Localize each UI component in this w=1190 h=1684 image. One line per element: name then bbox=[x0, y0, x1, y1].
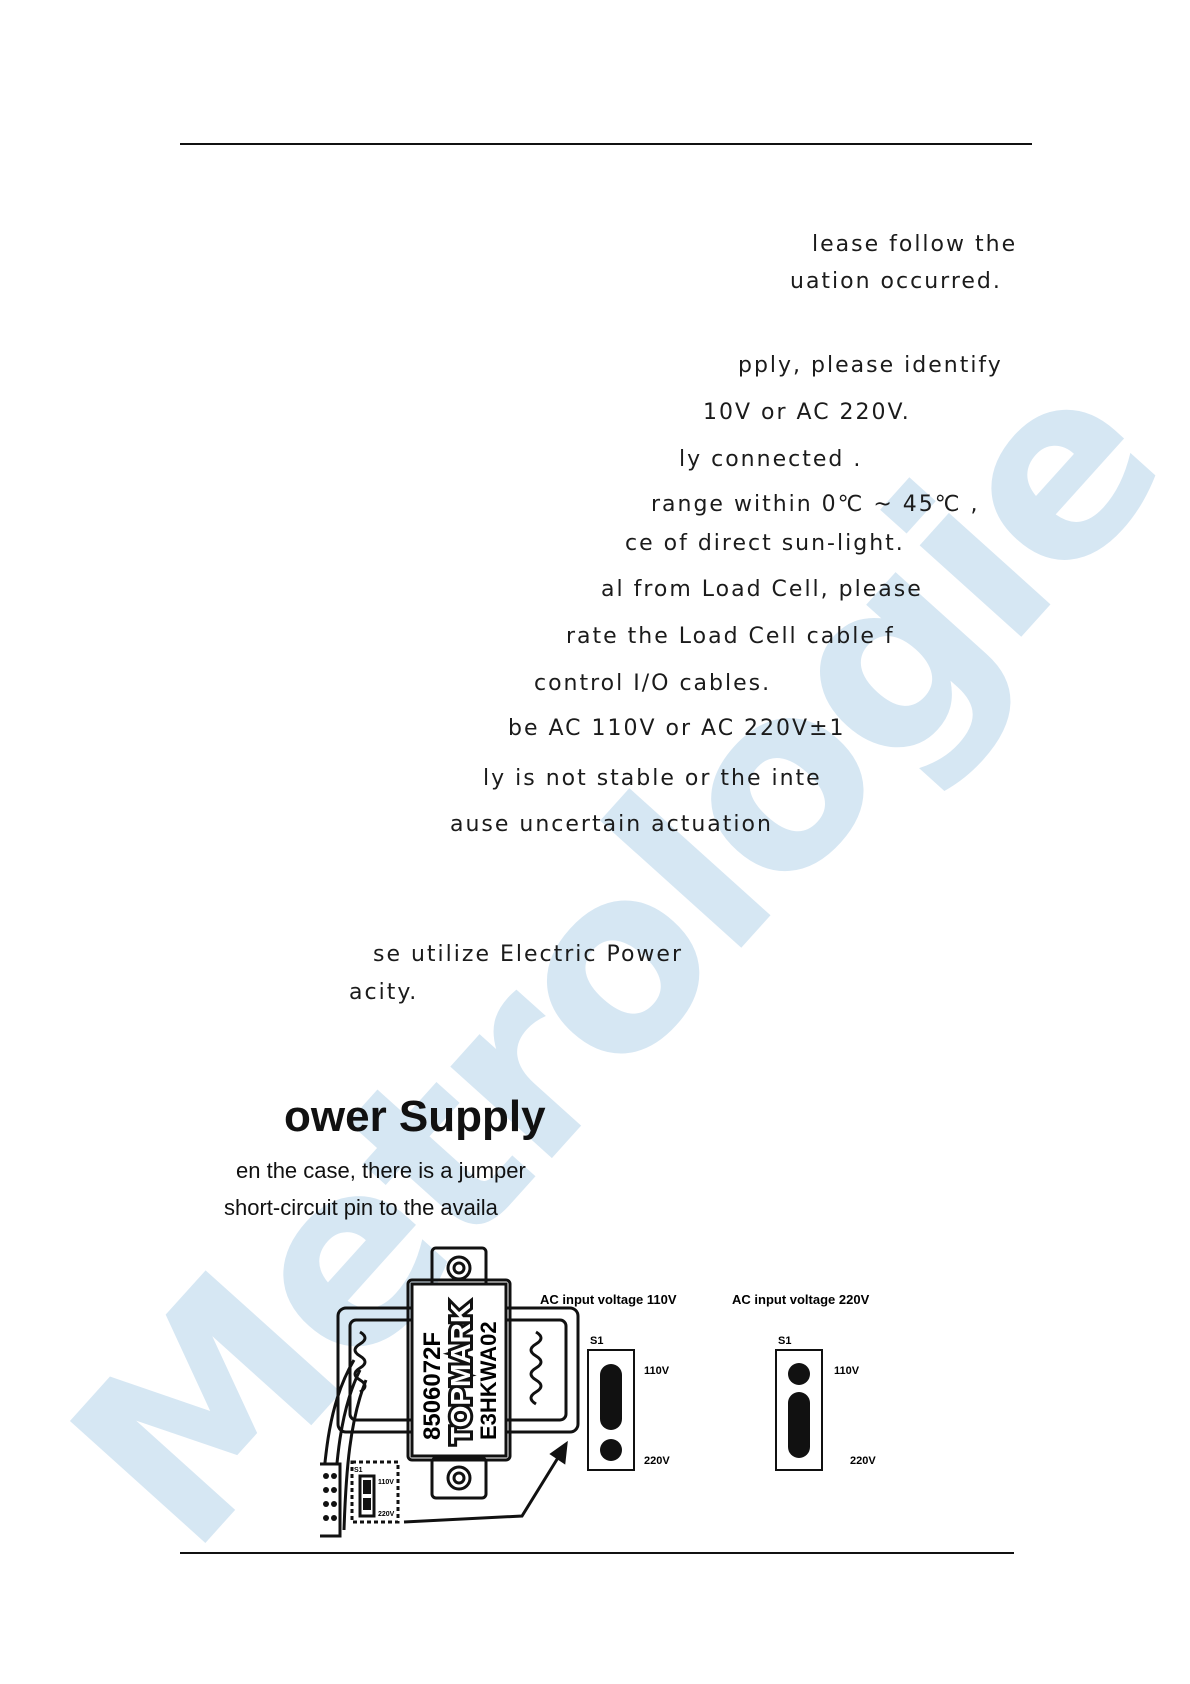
transformer-code-2: E3HKWA02 bbox=[476, 1321, 501, 1440]
section-heading: ower Supply bbox=[284, 1092, 546, 1141]
panel-110-label-top: 110V bbox=[644, 1365, 670, 1377]
section-text-line: en the case, there is a jumper bbox=[236, 1158, 526, 1183]
text-line: control I/O cables. bbox=[534, 671, 772, 696]
text-line: rate the Load Cell cable f bbox=[566, 624, 895, 649]
transformer-brand: TOPMARK bbox=[445, 1303, 476, 1444]
text-line: se utilize Electric Power bbox=[373, 942, 684, 967]
transformer-illustration bbox=[320, 1246, 580, 1538]
text-line: ce of direct sun-light. bbox=[625, 531, 905, 556]
panel-220-s1: S1 bbox=[778, 1335, 791, 1347]
footer-rule bbox=[180, 1552, 1014, 1554]
panel-220-title: AC input voltage 220V bbox=[732, 1292, 870, 1307]
text-line: al from Load Cell, please bbox=[601, 577, 923, 602]
jumper-110-pin bbox=[600, 1439, 622, 1461]
text-line: ause uncertain actuation bbox=[450, 812, 773, 837]
panel-110-s1: S1 bbox=[590, 1335, 603, 1347]
jumper-220-pin bbox=[788, 1363, 810, 1385]
transformer-code-1: 8506072F bbox=[419, 1332, 446, 1440]
panel-110-label-bottom: 220V bbox=[644, 1455, 670, 1467]
section-text-line: short-circuit pin to the availa bbox=[224, 1195, 498, 1220]
text-line: acity. bbox=[349, 980, 419, 1005]
text-line: ly connected . bbox=[679, 447, 863, 472]
transformer-label: 8506072F TOPMARK E3HKWA02 bbox=[410, 1282, 508, 1458]
text-line: range within 0℃ ~ 45℃ , bbox=[651, 492, 980, 517]
panel-220-label-bottom: 220V bbox=[850, 1455, 876, 1467]
board-label-s1: S1 bbox=[354, 1467, 363, 1474]
panel-220-label-top: 110V bbox=[834, 1365, 860, 1377]
text-line: ly is not stable or the inte bbox=[483, 766, 822, 791]
pcb-pins bbox=[323, 1473, 371, 1521]
board-label-220v: 220V bbox=[378, 1511, 395, 1518]
board-label-110v: 110V bbox=[378, 1479, 394, 1486]
jumper-220-cap bbox=[788, 1392, 810, 1458]
text-line: uation occurred. bbox=[790, 269, 1002, 294]
text-line: 10V or AC 220V. bbox=[703, 400, 911, 425]
power-supply-jumper-figure: S1 110V 220V 8506072F TOPMARK E3HKWA02 A… bbox=[320, 1246, 876, 1538]
header-rule bbox=[180, 143, 1032, 145]
jumper-110-cap bbox=[600, 1364, 622, 1430]
text-line: pply, please identify bbox=[738, 353, 1003, 378]
text-line: lease follow the bbox=[812, 232, 1018, 257]
text-line: be AC 110V or AC 220V±1 bbox=[508, 716, 846, 741]
panel-110-title: AC input voltage 110V bbox=[540, 1292, 677, 1307]
